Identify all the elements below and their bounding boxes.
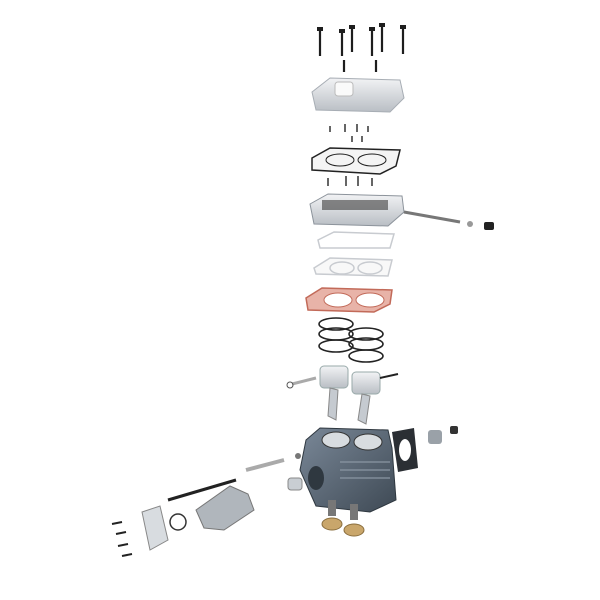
cylinder-head-cover bbox=[311, 77, 405, 113]
piston-rings bbox=[318, 317, 384, 363]
cylinder-gasket bbox=[305, 287, 393, 313]
end-cover bbox=[141, 505, 169, 551]
drain-valves bbox=[321, 500, 365, 537]
valve-pins-upper bbox=[329, 124, 369, 142]
valve-gaskets bbox=[313, 231, 395, 277]
connecting-rod bbox=[357, 393, 371, 425]
head-gasket-upper bbox=[311, 147, 401, 175]
unloader-fitting bbox=[428, 430, 442, 444]
crankshaft-parts bbox=[141, 453, 303, 551]
plug-fitting bbox=[484, 222, 494, 230]
valve-plate bbox=[309, 193, 494, 230]
head-bolts bbox=[318, 26, 405, 72]
seal-ring bbox=[169, 513, 187, 531]
bolt-heads bbox=[317, 23, 406, 33]
valve-pins-lower bbox=[327, 176, 373, 186]
pistons bbox=[286, 365, 399, 425]
crankshaft bbox=[195, 485, 255, 531]
end-cover-bolts bbox=[111, 521, 133, 557]
side-flange bbox=[392, 426, 458, 472]
connecting-rod bbox=[327, 387, 339, 421]
crankcase-block bbox=[299, 427, 397, 513]
